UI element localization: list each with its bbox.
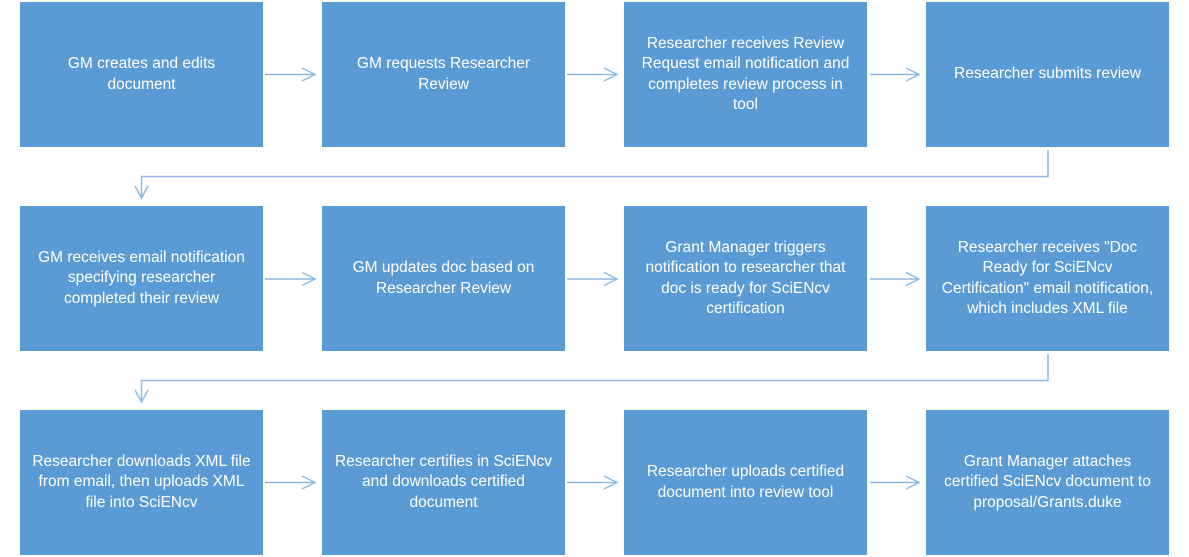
step-label: Researcher receives Review Request email… bbox=[641, 34, 850, 114]
step-gm-requests-review: GM requests Researcher Review bbox=[322, 2, 565, 147]
step-researcher-submits-review: Researcher submits review bbox=[926, 2, 1169, 147]
step-researcher-uploads-certified: Researcher uploads certified document in… bbox=[624, 410, 867, 555]
arrow-connector bbox=[567, 475, 619, 490]
step-label: Researcher receives "Doc Ready for SciEN… bbox=[941, 238, 1154, 318]
step-label: Grant Manager triggers notification to r… bbox=[645, 238, 846, 318]
arrow-connector bbox=[870, 271, 921, 287]
step-label: Researcher submits review bbox=[954, 65, 1141, 83]
arrow-connector bbox=[265, 67, 317, 82]
step-researcher-receives-review-request: Researcher receives Review Request email… bbox=[624, 2, 867, 147]
step-gm-creates-document: GM creates and edits document bbox=[20, 2, 263, 147]
arrow-connector bbox=[265, 475, 317, 490]
step-label: Researcher certifies in SciENcv and down… bbox=[334, 452, 553, 511]
step-label: Researcher uploads certified document in… bbox=[646, 463, 845, 501]
step-gm-triggers-certification-notification: Grant Manager triggers notification to r… bbox=[624, 206, 867, 351]
elbow-arrow-connector bbox=[134, 150, 1049, 200]
step-label: GM requests Researcher Review bbox=[356, 55, 531, 93]
step-researcher-receives-doc-ready: Researcher receives "Doc Ready for SciEN… bbox=[926, 206, 1169, 351]
step-researcher-uploads-xml: Researcher downloads XML file from email… bbox=[20, 410, 263, 555]
step-gm-updates-doc: GM updates doc based on Researcher Revie… bbox=[322, 206, 565, 351]
arrow-connector bbox=[265, 271, 317, 287]
step-gm-receives-notification: GM receives email notification specifyin… bbox=[20, 206, 263, 351]
arrow-connector bbox=[567, 67, 619, 82]
arrow-connector bbox=[870, 475, 921, 490]
step-label: GM updates doc based on Researcher Revie… bbox=[352, 259, 535, 297]
arrow-connector bbox=[870, 67, 921, 82]
step-label: GM creates and edits document bbox=[67, 55, 216, 93]
step-label: Researcher downloads XML file from email… bbox=[32, 452, 251, 511]
elbow-arrow-connector bbox=[134, 354, 1049, 404]
step-gm-attaches-certified-doc: Grant Manager attaches certified SciENcv… bbox=[926, 410, 1169, 555]
arrow-connector bbox=[567, 271, 619, 287]
step-label: GM receives email notification specifyin… bbox=[38, 248, 245, 307]
step-label: Grant Manager attaches certified SciENcv… bbox=[944, 452, 1151, 511]
step-researcher-certifies: Researcher certifies in SciENcv and down… bbox=[322, 410, 565, 555]
